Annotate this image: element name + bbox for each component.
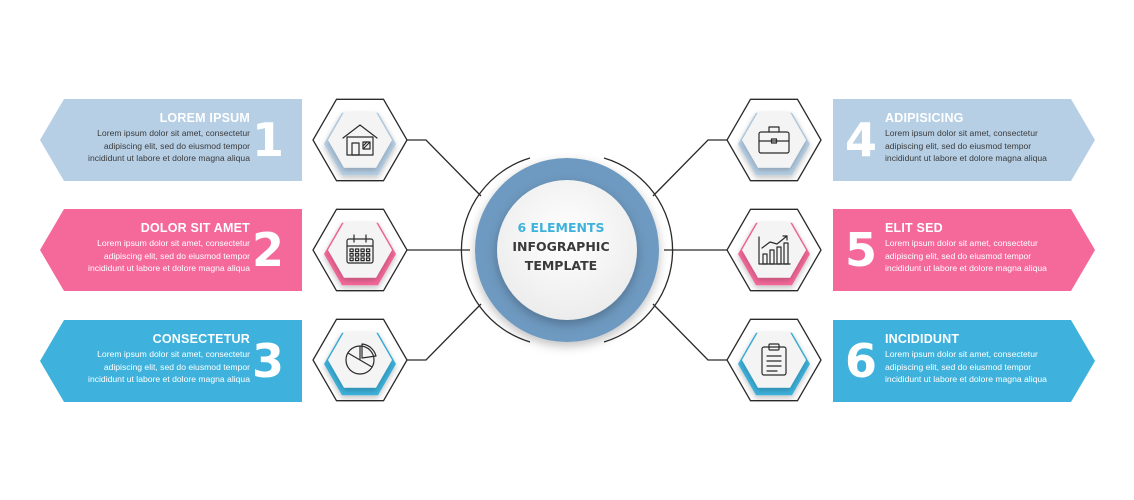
bar-chart-icon [758,235,791,265]
item-3-line-2: adipiscing elit, sed do eiusmod tempor [103,361,250,372]
item-1-number: 1 [251,113,284,167]
connector-3 [406,303,482,361]
center-line-3: TEMPLATE [524,258,598,273]
hexagon-item-4 [726,98,822,182]
hexagon-item-2 [312,208,408,292]
center-line-1: 6 ELEMENTS [517,220,605,235]
item-5-title: ELIT SED [885,221,943,235]
house-icon [342,124,378,156]
item-1-line-3: incididunt ut labore et dolore magna ali… [88,153,250,164]
outer-arc-left [460,157,531,343]
item-6-line-3: incididunt ut labore et dolore magna ali… [885,374,1047,385]
center-title: 6 ELEMENTS INFOGRAPHIC TEMPLATE [491,218,631,275]
briefcase-icon [758,126,790,154]
banner-item-1: LOREM IPSUM Lorem ipsum dolor sit amet, … [40,99,302,181]
item-2-line-1: Lorem ipsum dolor sit amet, consectetur [97,238,250,248]
item-4-line-1: Lorem ipsum dolor sit amet, consectetur [885,128,1038,138]
item-4-line-3: incididunt ut labore et dolore magna ali… [885,153,1047,164]
item-1-line-1: Lorem ipsum dolor sit amet, consectetur [97,128,250,138]
connector-1 [406,139,482,197]
connector-6 [652,303,728,361]
item-5-line-1: Lorem ipsum dolor sit amet, consectetur [885,238,1038,248]
center-line-2: INFOGRAPHIC [512,239,610,254]
item-6-title: INCIDIDUNT [885,332,960,346]
calendar-icon [346,234,374,264]
connector-lines [406,139,728,361]
banner-item-2: DOLOR SIT AMET Lorem ipsum dolor sit ame… [40,209,302,291]
item-2-title: DOLOR SIT AMET [140,221,250,235]
item-1-title: LOREM IPSUM [159,111,250,125]
item-6-body: Lorem ipsum dolor sit amet, consectetur … [885,348,1063,386]
item-4-number: 4 [845,113,878,167]
outer-arc-right [603,157,674,343]
item-6-line-2: adipiscing elit, sed do eiusmod tempor [885,361,1032,372]
item-4-body: Lorem ipsum dolor sit amet, consectetur … [885,127,1063,165]
item-4-title: ADIPISICING [885,111,964,125]
item-2-line-2: adipiscing elit, sed do eiusmod tempor [103,250,250,261]
hexagon-item-5 [726,208,822,292]
item-3-line-3: incididunt ut labore et dolore magna ali… [88,374,250,385]
item-5-line-3: incididunt ut labore et dolore magna ali… [885,263,1047,274]
item-2-line-3: incididunt ut labore et dolore magna ali… [88,263,250,274]
hexagon-item-1 [312,98,408,182]
banner-item-4: 4 ADIPISICING Lorem ipsum dolor sit amet… [833,99,1095,181]
banner-item-5: 5 ELIT SED Lorem ipsum dolor sit amet, c… [833,209,1095,291]
center-circle [475,158,659,342]
item-6-number: 6 [845,334,878,388]
banner-item-3: CONSECTETUR Lorem ipsum dolor sit amet, … [40,320,302,402]
connector-4 [652,139,728,197]
item-1-line-2: adipiscing elit, sed do eiusmod tempor [103,140,250,151]
item-3-title: CONSECTETUR [152,332,250,346]
item-5-body: Lorem ipsum dolor sit amet, consectetur … [885,237,1063,275]
item-5-number: 5 [845,223,878,277]
banner-item-6: 6 INCIDIDUNT Lorem ipsum dolor sit amet,… [833,320,1095,402]
item-2-body: Lorem ipsum dolor sit amet, consectetur … [72,237,250,275]
item-5-line-2: adipiscing elit, sed do eiusmod tempor [885,250,1032,261]
item-3-number: 3 [251,334,284,388]
item-6-line-1: Lorem ipsum dolor sit amet, consectetur [885,349,1038,359]
item-2-number: 2 [251,223,284,277]
item-3-body: Lorem ipsum dolor sit amet, consectetur … [72,348,250,386]
pie-chart-icon [345,343,377,375]
clipboard-icon [761,343,787,376]
item-1-body: Lorem ipsum dolor sit amet, consectetur … [72,127,250,165]
item-3-line-1: Lorem ipsum dolor sit amet, consectetur [97,349,250,359]
hexagon-item-3 [312,318,408,402]
hexagon-item-6 [726,318,822,402]
item-4-line-2: adipiscing elit, sed do eiusmod tempor [885,140,1032,151]
